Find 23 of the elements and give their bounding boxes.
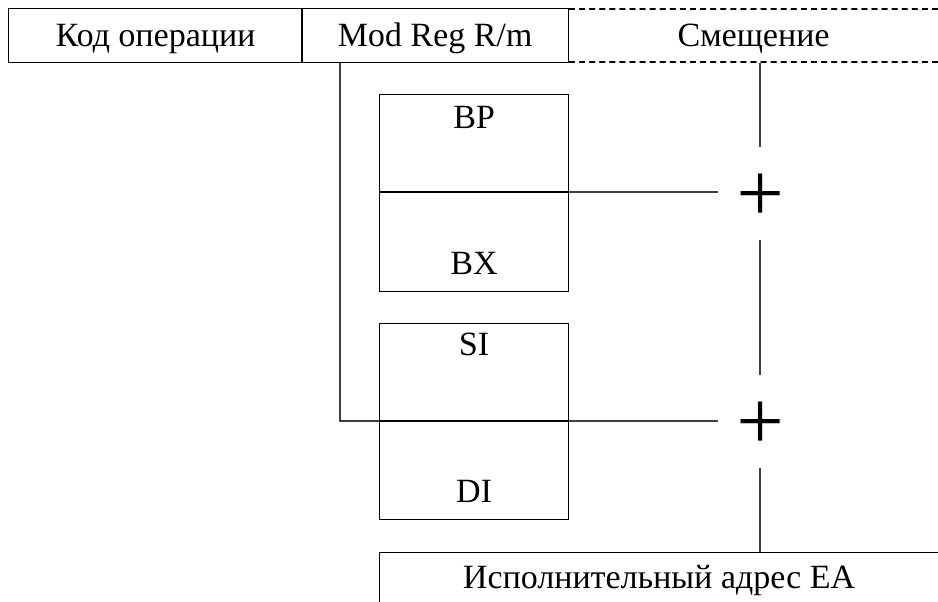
connector-line [569, 191, 718, 193]
box-label: DI [456, 475, 492, 509]
register-box [379, 420, 569, 520]
box-label: SI [458, 328, 490, 362]
plus-sign: + [736, 152, 784, 236]
box-label: Смещение [677, 18, 830, 52]
box-label: Mod Reg R/m [338, 18, 532, 52]
connector-line [759, 240, 761, 375]
connector-line [759, 468, 761, 552]
box-label: BP [453, 101, 495, 135]
connector-line [759, 63, 761, 147]
register-box [379, 94, 569, 193]
register-box [379, 323, 569, 422]
dashed-field-box [569, 8, 938, 63]
field-box [301, 8, 569, 63]
box-label: BX [450, 247, 498, 281]
result-box [379, 552, 938, 602]
register-box [379, 191, 569, 292]
connector-line [339, 63, 718, 422]
plus-sign: + [736, 380, 784, 464]
box-label: Код операции [56, 18, 256, 52]
field-box [8, 8, 303, 63]
box-label: Исполнительный адрес EA [462, 560, 856, 594]
